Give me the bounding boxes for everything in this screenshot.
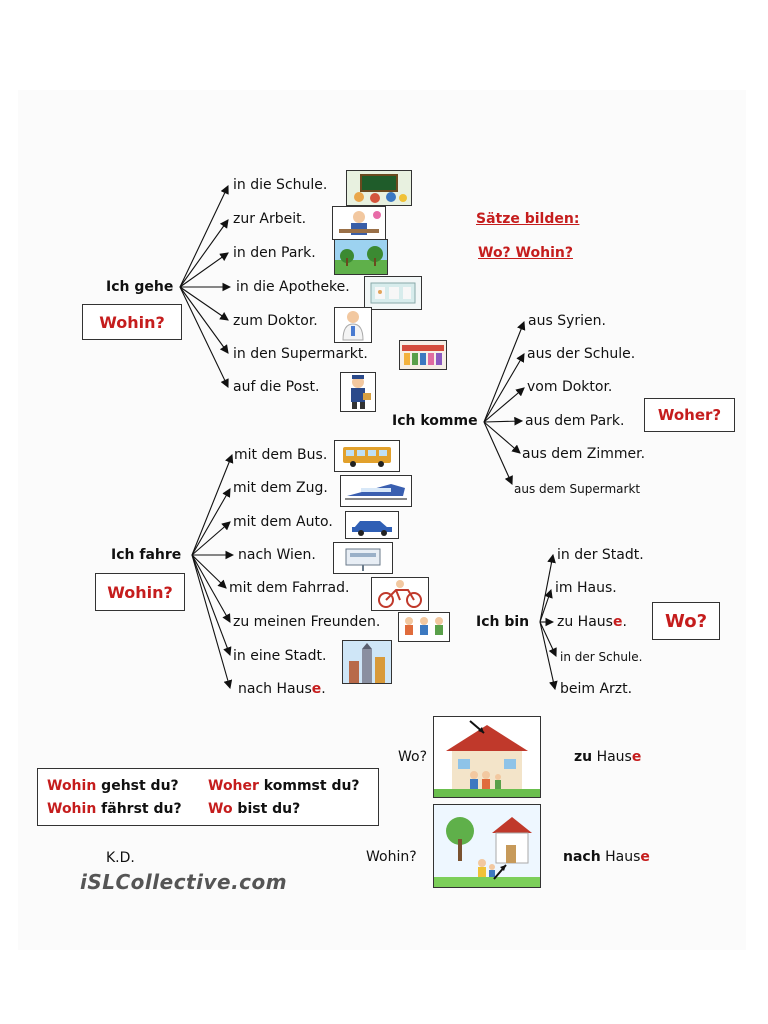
arrow-bin-1: [539, 553, 556, 623]
question-wo-bist: Wo bist du?: [208, 801, 301, 817]
gehe-item: auf die Post.: [233, 379, 320, 395]
answer-zu-hause: zu Hause: [574, 749, 642, 765]
arrow-komme-3: [483, 387, 525, 423]
komme-item: aus dem Supermarkt: [514, 482, 641, 496]
arrow-komme-1: [483, 320, 526, 423]
bin-item: im Haus.: [555, 580, 617, 596]
gehe-item: in den Park.: [233, 245, 316, 261]
bin-item: in der Stadt.: [557, 547, 644, 563]
arrow-gehe-5: [179, 286, 229, 321]
bin-item-zu-hause: zu Hause.: [557, 614, 627, 630]
fahre-item: zu meinen Freunden.: [233, 614, 381, 630]
arrow-fahre-8: [191, 554, 233, 690]
city-picture: [342, 640, 392, 684]
arrow-gehe-1: [179, 185, 229, 288]
house-family-picture: [433, 716, 541, 798]
bicycle-picture: [371, 577, 429, 611]
car-picture: [345, 511, 399, 539]
label-wo: Wo?: [398, 749, 428, 765]
bin-item: beim Arzt.: [560, 681, 633, 697]
fahre-item: mit dem Bus.: [234, 447, 328, 463]
komme-item: aus Syrien.: [528, 313, 606, 329]
arrow-komme-2: [483, 353, 525, 423]
work-picture: [332, 206, 386, 240]
house-going-picture: [433, 804, 541, 888]
title-saetze-bilden: Sätze bilden:: [476, 211, 580, 227]
subject-ich-komme: Ich komme: [392, 413, 478, 429]
arrow-fahre-2: [191, 488, 231, 556]
bin-item: in der Schule.: [560, 650, 643, 664]
arrow-gehe-7: [179, 286, 229, 388]
park-picture: [334, 239, 388, 275]
title-wo-wohin: Wo? Wohin?: [478, 245, 573, 261]
arrow-gehe-6: [179, 286, 229, 354]
subject-ich-bin: Ich bin: [476, 614, 530, 630]
question-box-wohin-fahre: Wohin?: [95, 573, 185, 611]
arrow-komme-4: [483, 416, 524, 426]
fahre-item: in eine Stadt.: [233, 648, 327, 664]
gehe-item: in die Apotheke.: [236, 279, 350, 295]
arrow-gehe-3: [179, 252, 229, 288]
arrow-bin-5: [539, 621, 558, 691]
gehe-item: in die Schule.: [233, 177, 328, 193]
fahre-item: mit dem Fahrrad.: [229, 580, 350, 596]
train-picture: [340, 475, 412, 507]
arrow-bin-2: [539, 588, 553, 623]
gehe-item: in den Supermarkt.: [233, 346, 368, 362]
arrow-fahre-3: [191, 521, 231, 556]
question-box-woher: Woher?: [644, 398, 735, 432]
question-box-wo: Wo?: [652, 602, 720, 640]
komme-item: vom Doktor.: [527, 379, 613, 395]
arrow-fahre-7: [191, 554, 232, 657]
author-initials: K.D.: [106, 850, 135, 866]
komme-item: aus der Schule.: [527, 346, 636, 362]
arrow-fahre-5: [191, 554, 227, 589]
watermark-logo: iSLCollective.com: [80, 870, 288, 894]
arrow-komme-5: [483, 421, 521, 454]
arrow-komme-6: [483, 421, 513, 486]
fahre-item: mit dem Zug.: [233, 480, 328, 496]
arrow-gehe-2: [179, 219, 229, 288]
pharmacy-picture: [364, 276, 422, 310]
komme-item: aus dem Zimmer.: [522, 446, 646, 462]
questions-box: Wohin gehst du? Woher kommst du? Wohin f…: [37, 768, 379, 826]
subject-ich-gehe: Ich gehe: [106, 279, 174, 295]
gehe-item: zur Arbeit.: [233, 211, 307, 227]
gehe-item: zum Doktor.: [233, 313, 318, 329]
question-woher-kommst: Woher kommst du?: [208, 778, 360, 794]
arrow-fahre-1: [191, 453, 234, 556]
bus-picture: [334, 440, 400, 472]
question-box-wohin-gehe: Wohin?: [82, 304, 182, 340]
subject-ich-fahre: Ich fahre: [111, 547, 182, 563]
label-wohin: Wohin?: [366, 849, 417, 865]
vienna-sign-picture: [333, 542, 393, 574]
postman-picture: [340, 372, 376, 412]
question-wohin-faehrst: Wohin fährst du?: [47, 801, 182, 817]
friends-picture: [398, 612, 450, 642]
supermarket-picture: [399, 340, 447, 370]
answer-nach-hause: nach Hause: [563, 849, 650, 865]
arrow-fahre-6: [191, 554, 231, 623]
fahre-item-nach-hause: nach Hause.: [238, 681, 326, 697]
arrow-bin-4: [539, 621, 557, 657]
fahre-item: nach Wien.: [238, 547, 316, 563]
fahre-item: mit dem Auto.: [233, 514, 333, 530]
komme-item: aus dem Park.: [525, 413, 625, 429]
doctor-picture: [334, 307, 372, 343]
question-wohin-gehst: Wohin gehst du?: [47, 778, 179, 794]
school-picture: [346, 170, 412, 206]
